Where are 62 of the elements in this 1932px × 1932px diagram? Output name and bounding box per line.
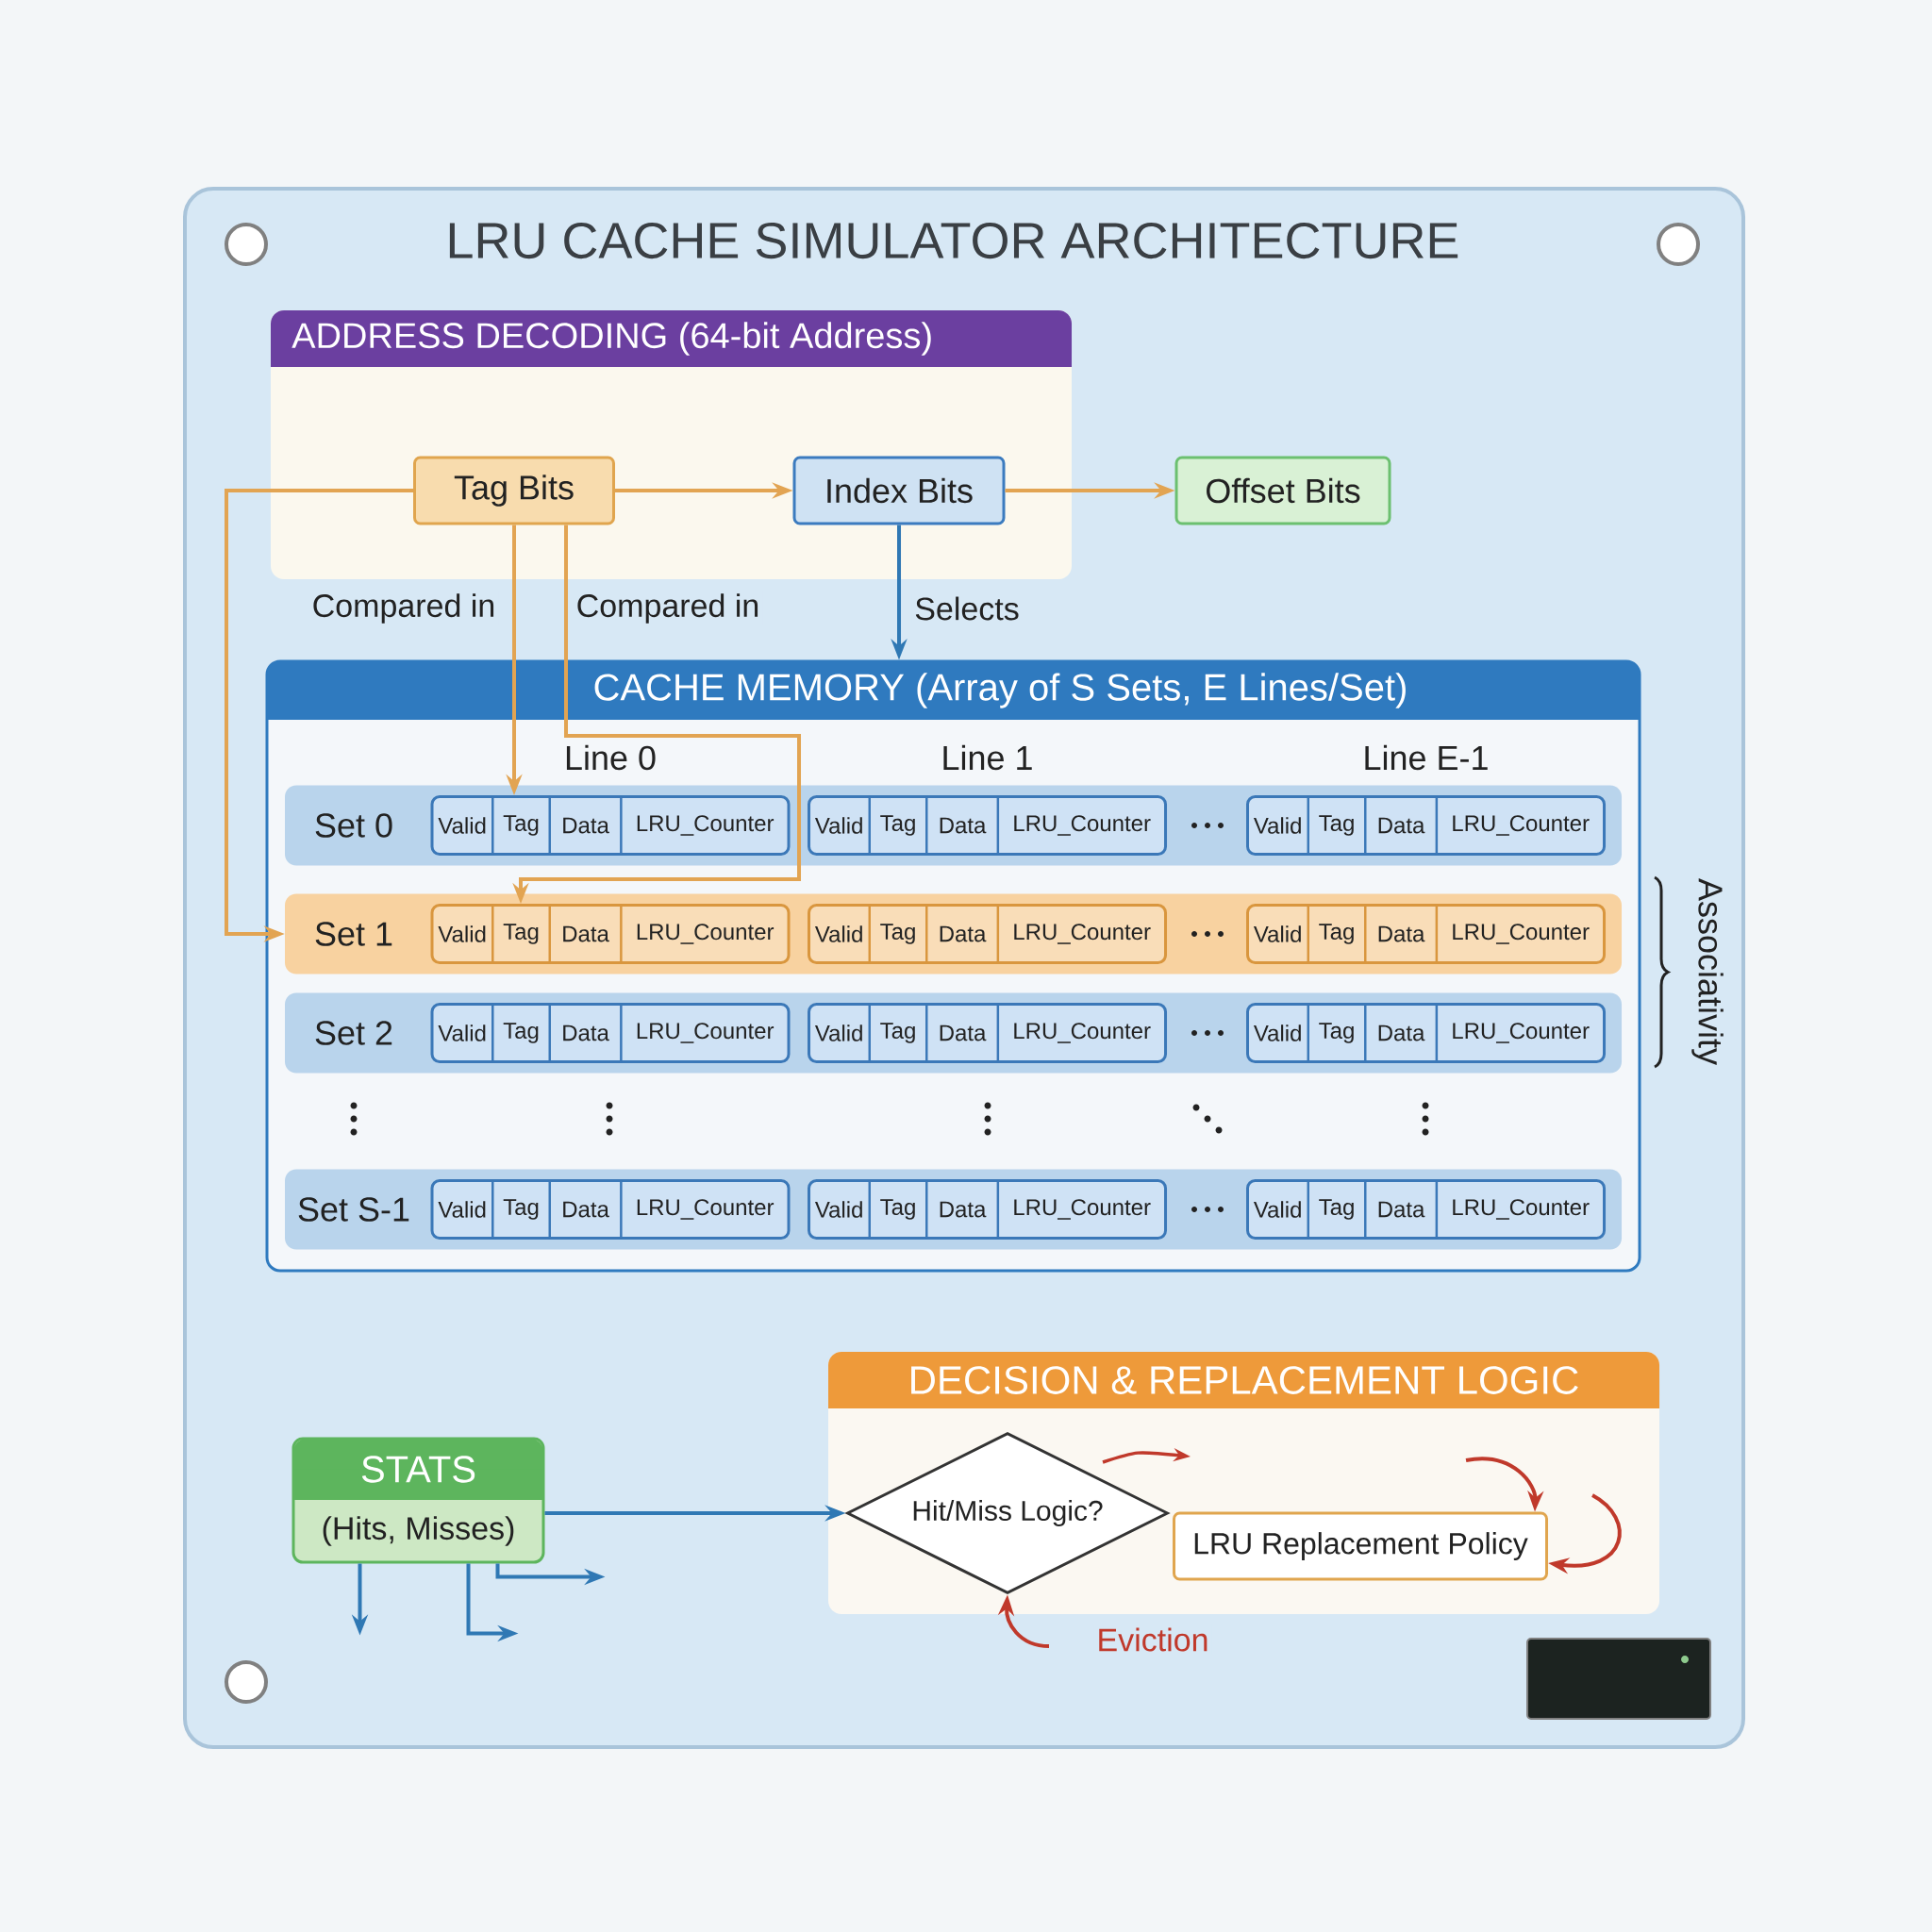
field-name: Tag [1319,815,1354,836]
field-name: Data [563,925,609,942]
field-name: Data [1378,925,1425,942]
field-name: Valid [1253,1201,1301,1218]
field-name: LRU_Counter [637,815,774,836]
field-name: LRU_Counter [637,1199,774,1220]
field-name: LRU_Counter [1453,1023,1590,1043]
field-name: Data [563,1201,609,1218]
field-name: Tag [503,1199,539,1220]
field-name: LRU_Counter [637,1023,774,1043]
field-name: Tag [880,924,915,944]
edge-label: Compared in [573,591,763,626]
field-name: LRU_Counter [1014,924,1151,944]
column-label: Line E-1 [1365,744,1488,771]
field-name: LRU_Counter [1453,815,1590,836]
field-name: LRU_Counter [637,924,774,944]
field-name: LRU_Counter [1014,1199,1151,1220]
field-name: LRU_Counter [1453,1199,1590,1220]
field-name: Tag [1319,924,1354,944]
field-name: Tag [1319,1199,1354,1220]
field-name: Valid [438,1024,486,1041]
field-name: Data [563,817,609,834]
field-name: Valid [1253,817,1301,834]
brace-label: Associativity [1691,878,1724,1065]
field-name: Valid [1253,1024,1301,1041]
field-name: LRU_Counter [1453,924,1590,944]
bit-field-box: Index Bits [792,456,1006,525]
field-name: Data [940,1024,987,1041]
field-name: Valid [438,1201,486,1218]
field-name: Tag [503,924,539,944]
field-name: Tag [503,1023,539,1043]
field-name: Data [1378,1024,1425,1041]
field-name: Tag [880,815,915,836]
edge-label: Compared in [308,591,499,626]
bit-field-box: Offset Bits [1174,456,1391,525]
field-name: LRU_Counter [1014,1023,1151,1043]
field-name: Data [1378,817,1425,834]
field-name: Valid [814,817,862,834]
column-label: Line 1 [943,744,1032,771]
column-label: Line 0 [566,744,656,771]
field-name: Data [940,817,987,834]
field-name: Tag [880,1023,915,1043]
edge-label: Selects [911,593,1023,624]
field-name: Data [940,1201,987,1218]
title: LRU CACHE SIMULATOR ARCHITECTURE [449,222,1458,259]
policy-box: LRU Replacement Policy [1173,1511,1548,1581]
field-name: Tag [880,1199,915,1220]
field-name: Valid [438,925,486,942]
field-name: Data [1378,1201,1425,1218]
bit-field-box: Tag Bits [413,456,615,525]
field-name: Tag [1319,1023,1354,1043]
field-name: Valid [814,1024,862,1041]
field-name: Valid [1253,925,1301,942]
field-name: Data [563,1024,609,1041]
field-name: Valid [438,817,486,834]
field-name: Valid [814,925,862,942]
field-name: Valid [814,1201,862,1218]
edge-label: Eviction [1093,1624,1212,1655]
stats-box: STATS (Hits, Misses) [291,1437,545,1564]
field-name: LRU_Counter [1014,815,1151,836]
field-name: Data [940,925,987,942]
field-name: Tag [503,815,539,836]
